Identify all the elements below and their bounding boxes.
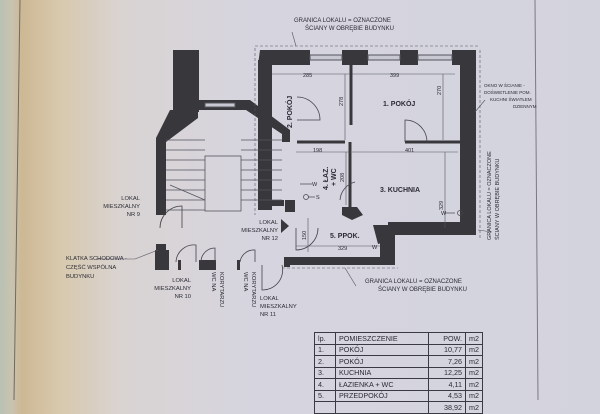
stairwell-1: KLATKA SCHODOWA - bbox=[66, 256, 127, 262]
cell-room: POKÓJ bbox=[335, 343, 429, 356]
boundary-right-line1: GRANICA LOKALU = OZNACZONE bbox=[487, 151, 493, 240]
corridor-wall bbox=[155, 250, 169, 270]
dim-329-h: 329 bbox=[338, 246, 347, 252]
lokal-11-3: NR 11 bbox=[260, 312, 276, 318]
leader-lines bbox=[96, 31, 493, 287]
lokal-12-arrow-icon bbox=[281, 219, 289, 233]
lokal-12-3: NR 12 bbox=[262, 236, 278, 242]
dim-150: 150 bbox=[302, 231, 308, 240]
dim-208: 208 bbox=[340, 173, 346, 182]
cell-unit: m2 bbox=[465, 343, 483, 356]
cell-room bbox=[335, 401, 429, 414]
dim-399: 399 bbox=[390, 73, 399, 79]
cell-lp: 3. bbox=[314, 366, 336, 379]
cell-total-area: 38,92 bbox=[428, 401, 466, 414]
cell-unit: m2 bbox=[465, 378, 483, 391]
room-pokoj-1: 1. POKÓJ bbox=[383, 99, 415, 108]
window-note-1: OKNO W ŚCIANIE - bbox=[484, 81, 525, 88]
cell-area: 4,11 bbox=[428, 378, 466, 391]
stairwell-3: BUDYNKU bbox=[66, 274, 94, 280]
cell-room: ŁAZIENKA + WC bbox=[335, 378, 429, 391]
floor-plan bbox=[13, 0, 539, 400]
boundary-right-line2: ŚCIANY W OBRĘBIE BUDYNKU bbox=[493, 158, 501, 240]
lokal-10-2: MIESZKALNY bbox=[154, 286, 191, 292]
cell-unit: m2 bbox=[465, 366, 483, 379]
lokal-9-2: MIESZKALNY bbox=[103, 204, 140, 210]
cell-unit: m2 bbox=[465, 401, 483, 414]
boundary-top-line1: GRANICA LOKALU = OZNACZONE bbox=[294, 18, 391, 24]
staircase bbox=[166, 139, 282, 212]
dim-270: 270 bbox=[437, 86, 443, 95]
dim-285: 285 bbox=[303, 73, 312, 79]
lokal-12-1: LOKAL bbox=[259, 220, 278, 226]
cell-area: 7,26 bbox=[428, 355, 466, 368]
fixture-w-2: W bbox=[441, 211, 447, 217]
lokal-10-3: NR 10 bbox=[175, 294, 191, 300]
lokal-9-3: NR 9 bbox=[127, 212, 140, 218]
window-note-3: KUCHNI ŚWIATŁEM bbox=[490, 95, 532, 102]
boundary-lines bbox=[254, 45, 481, 269]
cell-room: POKÓJ bbox=[335, 355, 429, 368]
dim-198: 198 bbox=[313, 148, 322, 154]
stairwell-2: CZĘŚĆ WSPÓLNA bbox=[66, 263, 116, 271]
header-room: POMIESZCZENIE bbox=[335, 332, 429, 345]
boundary-bottom-line1: GRANICA LOKALU = OZNACZONE bbox=[365, 279, 462, 285]
wc-1-2: KORYTARZU bbox=[218, 272, 224, 307]
fixtures bbox=[300, 183, 463, 216]
boundary-bottom-line2: ŚCIANY W OBRĘBIE BUDYNKU bbox=[378, 285, 467, 293]
lokal-11-2: MIESZKALNY bbox=[260, 304, 297, 310]
dim-401: 401 bbox=[405, 148, 414, 154]
cell-lp: 4. bbox=[314, 378, 336, 391]
cell-unit: m2 bbox=[465, 355, 483, 368]
paper-edge bbox=[13, 0, 21, 400]
dim-329-v: 329 bbox=[439, 201, 445, 210]
dimension-lines bbox=[272, 73, 458, 252]
page-border-line bbox=[534, 0, 539, 400]
wc-2-2: KORYTARZU bbox=[250, 272, 256, 307]
header-lp: lp. bbox=[314, 332, 336, 345]
stair-wall-left bbox=[156, 110, 198, 215]
walls bbox=[155, 50, 476, 270]
lokal-12-2: MIESZKALNY bbox=[241, 228, 278, 234]
table-header-row: lp. POMIESZCZENIE POW. m2 bbox=[314, 332, 483, 345]
cell-lp bbox=[314, 401, 336, 414]
wc-1-1: WC NA bbox=[210, 272, 216, 291]
lokal-9-1: LOKAL bbox=[121, 196, 140, 202]
cell-area: 10,77 bbox=[428, 343, 466, 356]
cell-room: KUCHNIA bbox=[335, 366, 429, 379]
partitions bbox=[297, 64, 460, 207]
header-unit: m2 bbox=[465, 332, 483, 345]
window-note-2: DOŚWIETLENIE POM. bbox=[484, 88, 531, 95]
wc-2-1: WC NA bbox=[242, 272, 248, 291]
lokal-11-1: LOKAL bbox=[260, 296, 279, 302]
cell-lp: 1. bbox=[314, 343, 336, 356]
room-lazienka-1: 4. ŁAZ. bbox=[323, 167, 330, 190]
chimney-wall bbox=[173, 50, 199, 112]
fixture-w-3: W bbox=[372, 245, 378, 251]
doors bbox=[159, 96, 428, 291]
windows bbox=[204, 54, 453, 108]
room-ppok: 5. PPOK. bbox=[330, 233, 360, 240]
room-lazienka-2: + WC bbox=[331, 168, 338, 186]
window-note-4: DZIENNYM bbox=[513, 104, 537, 109]
cell-area: 12,25 bbox=[428, 366, 466, 379]
boundary-top-line2: ŚCIANY W OBRĘBIE BUDYNKU bbox=[305, 24, 394, 32]
room-kuchnia: 3. KUCHNIA bbox=[380, 187, 420, 194]
lokal-10-1: LOKAL bbox=[172, 278, 191, 284]
fixture-w-1: W bbox=[312, 182, 318, 188]
plan-labels: GRANICA LOKALU = OZNACZONE ŚCIANY W OBRĘ… bbox=[66, 18, 537, 318]
fixture-s: S bbox=[316, 195, 320, 201]
room-pokoj-2: 2. POKÓJ bbox=[285, 96, 294, 128]
header-area: POW. bbox=[428, 332, 466, 345]
cell-lp: 2. bbox=[314, 355, 336, 368]
dim-278: 278 bbox=[339, 97, 345, 106]
